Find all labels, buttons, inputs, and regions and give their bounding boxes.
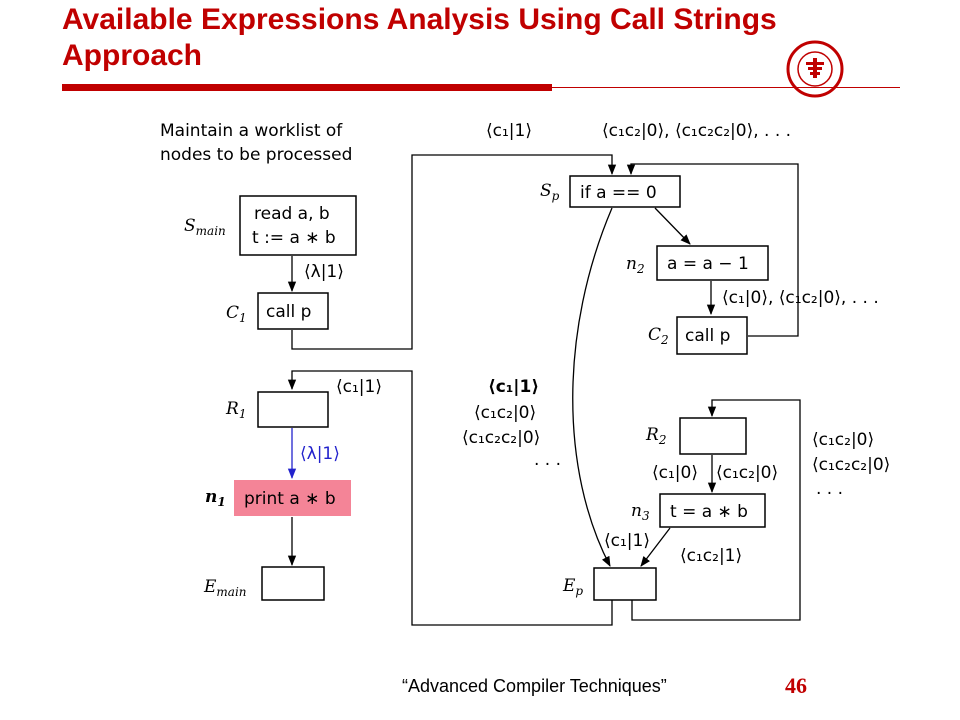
node-e-p-label: Ep bbox=[562, 576, 583, 598]
logo-inner-ring bbox=[797, 51, 833, 87]
svg-text:n1: n1 bbox=[205, 487, 226, 509]
annotation-n2-below: ⟨c₁|0⟩, ⟨c₁c₂|0⟩, . . . bbox=[722, 288, 879, 308]
svg-text:R1: R1 bbox=[225, 399, 246, 421]
page-title: Available Expressions Analysis Using Cal… bbox=[62, 3, 777, 72]
svg-text:Smain: Smain bbox=[184, 216, 226, 238]
node-s-p-label: Sp bbox=[540, 181, 560, 203]
svg-text:n2: n2 bbox=[626, 254, 645, 276]
annotation-r2-below-b: ⟨c₁c₂|0⟩ bbox=[716, 463, 778, 483]
node-n2-box bbox=[656, 245, 769, 281]
annotation-c1c2-1-ep: ⟨c₁c₂|1⟩ bbox=[680, 546, 742, 566]
annotation-c1-1-ep: ⟨c₁|1⟩ bbox=[604, 531, 650, 551]
annotation-c1-1-top: ⟨c₁|1⟩ bbox=[486, 121, 532, 141]
annotation-c1-1-r1: ⟨c₁|1⟩ bbox=[336, 377, 382, 397]
annotation-r2-below-a: ⟨c₁|0⟩ bbox=[652, 463, 698, 483]
node-n1-text: print a ∗ b bbox=[244, 489, 336, 509]
node-s-main-line1: read a, b bbox=[254, 204, 330, 224]
edge-ep-return-r1 bbox=[287, 370, 613, 626]
svg-text:R2: R2 bbox=[645, 425, 666, 447]
svg-text:Emain: Emain bbox=[203, 577, 247, 599]
node-n2-text: a = a − 1 bbox=[667, 254, 749, 274]
node-e-p-box bbox=[593, 567, 657, 601]
annotation-right-list-1: ⟨c₁c₂c₂|0⟩ bbox=[812, 455, 890, 475]
svg-text:Sp: Sp bbox=[540, 181, 560, 203]
node-s-p-box bbox=[569, 175, 681, 208]
node-s-main-label: Smain bbox=[184, 216, 226, 238]
svg-text:C2: C2 bbox=[648, 325, 669, 347]
node-n2-label: n2 bbox=[626, 254, 645, 276]
node-n1-label: n1 bbox=[205, 487, 226, 509]
svg-text:n3: n3 bbox=[631, 501, 650, 523]
edge-ep-return-r2 bbox=[631, 399, 801, 621]
node-r1-label: R1 bbox=[225, 399, 246, 421]
annotation-left-list-2: ⟨c₁c₂c₂|0⟩ bbox=[462, 428, 540, 448]
page-number: 46 bbox=[785, 673, 807, 698]
node-n3-box bbox=[659, 493, 766, 528]
node-c2-text: call p bbox=[685, 326, 730, 346]
annotation-lambda-smain: ⟨λ|1⟩ bbox=[304, 262, 344, 282]
svg-text:C1: C1 bbox=[226, 303, 247, 325]
university-logo bbox=[786, 40, 844, 98]
node-n1-box bbox=[234, 480, 351, 516]
node-r2-label: R2 bbox=[645, 425, 666, 447]
logo-outer-ring bbox=[786, 40, 844, 98]
node-e-main-box bbox=[261, 566, 325, 601]
annotation-right-list-2: . . . bbox=[816, 479, 843, 499]
edge-c2-call-sp bbox=[626, 163, 799, 337]
worklist-note-line2: nodes to be processed bbox=[160, 145, 352, 165]
node-c1-text: call p bbox=[266, 302, 311, 322]
node-r1-box bbox=[257, 391, 329, 428]
node-n3-text: t = a ∗ b bbox=[670, 502, 748, 522]
node-n3-label: n3 bbox=[631, 501, 650, 523]
footer-course-title: “Advanced Compiler Techniques” bbox=[402, 676, 667, 696]
annotation-left-list-1: ⟨c₁c₂|0⟩ bbox=[474, 403, 536, 423]
edge-c1-call-sp bbox=[291, 154, 617, 350]
worklist-note-line1: Maintain a worklist of bbox=[160, 121, 343, 141]
node-c1-label: C1 bbox=[226, 303, 247, 325]
title-underline bbox=[62, 84, 552, 91]
node-c2-box bbox=[676, 316, 748, 355]
annotation-lambda-r1: ⟨λ|1⟩ bbox=[300, 444, 340, 464]
node-r2-box bbox=[679, 417, 747, 455]
peking-university-seal-icon bbox=[806, 58, 824, 78]
node-s-main-line2: t := a ∗ b bbox=[252, 228, 336, 248]
svg-text:Ep: Ep bbox=[562, 576, 583, 598]
edge-n3-ep bbox=[640, 527, 671, 567]
annotation-left-list-0: ⟨c₁|1⟩ bbox=[488, 377, 539, 397]
edge-sp-ep bbox=[572, 207, 613, 567]
title-rule-thin bbox=[552, 87, 900, 88]
node-s-main-box bbox=[239, 195, 357, 256]
node-e-main-label: Emain bbox=[203, 577, 247, 599]
edge-sp-n2 bbox=[654, 207, 691, 245]
node-s-p-text: if a == 0 bbox=[580, 183, 657, 203]
node-c1-box bbox=[257, 292, 329, 330]
annotation-left-list-3: . . . bbox=[534, 450, 561, 470]
node-c2-label: C2 bbox=[648, 325, 669, 347]
annotation-right-list-0: ⟨c₁c₂|0⟩ bbox=[812, 430, 874, 450]
annotation-sp-right: ⟨c₁c₂|0⟩, ⟨c₁c₂c₂|0⟩, . . . bbox=[602, 121, 791, 141]
